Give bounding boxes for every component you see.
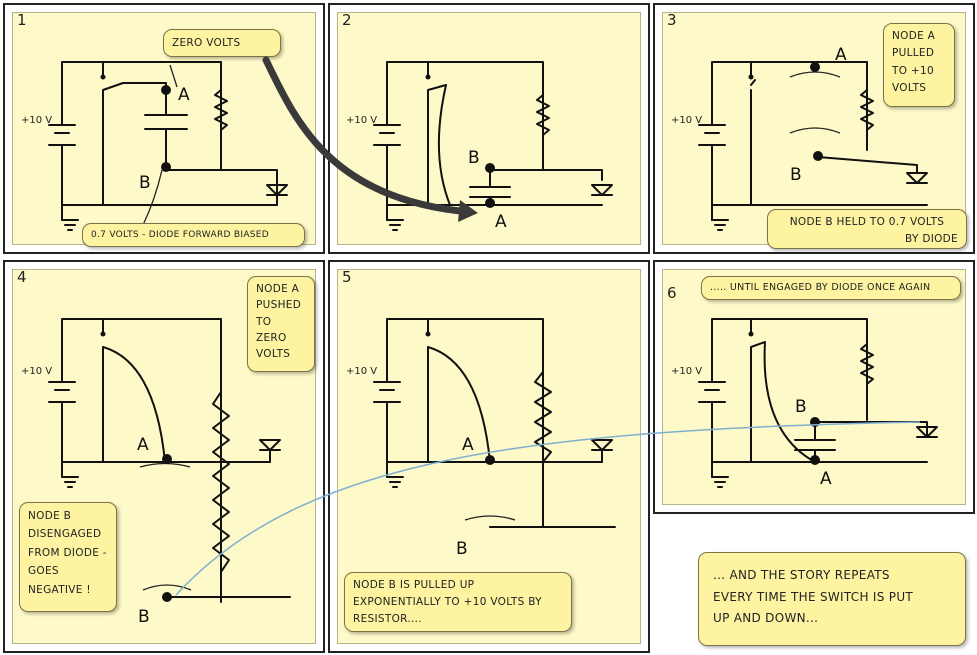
panel-3: 3 A B +10 V NODE A PULLED TO +10 VOLTS N… (653, 3, 975, 254)
node-a-label: A (178, 85, 190, 105)
supply-label: +10 V (671, 115, 702, 126)
panel-1: 1 A B +10 V ZERO VOLTS 0.7 VOLTS - DIODE… (3, 3, 325, 254)
supply-label: +10 V (346, 366, 377, 377)
node-b-label: B (139, 173, 151, 193)
node-a-dot (485, 198, 495, 208)
panel-2: 2 B A +10 V (328, 3, 650, 254)
circuit-diagram: A B +10 V (671, 45, 928, 231)
node-a-dot (810, 62, 820, 72)
node-b-dot (485, 163, 495, 173)
node-b-dot (810, 417, 820, 427)
node-a-label: A (835, 45, 847, 65)
node-b-label: B (138, 607, 150, 627)
node-b-disengaged-callout: NODE B DISENGAGED FROM DIODE - GOES NEGA… (19, 502, 117, 612)
node-a-label: A (462, 435, 474, 455)
node-a-dot (485, 455, 495, 465)
panel-number: 2 (342, 11, 352, 29)
story-repeats-callout: ... AND THE STORY REPEATS EVERY TIME THE… (698, 552, 966, 646)
node-a-dot (162, 454, 172, 464)
supply-label: +10 V (346, 115, 377, 126)
supply-label: +10 V (671, 366, 702, 377)
node-b-label: B (795, 397, 807, 417)
panel-number: 1 (17, 11, 27, 29)
node-a-dot (161, 85, 171, 95)
node-a-label: A (495, 212, 507, 232)
node-a-label: A (820, 469, 832, 489)
zero-volts-callout: ZERO VOLTS (163, 29, 281, 57)
diode-forward-callout: 0.7 VOLTS - DIODE FORWARD BIASED (82, 223, 305, 247)
node-b-label: B (790, 165, 802, 185)
supply-label: +10 V (21, 115, 52, 126)
panel-5: 5 A B +10 V NODE B IS PULLED UP EXPONENT… (328, 260, 650, 653)
panel-number: 4 (17, 268, 27, 286)
supply-label: +10 V (21, 366, 52, 377)
until-engaged-callout: ..... UNTIL ENGAGED BY DIODE ONCE AGAIN (701, 276, 961, 300)
panel-number: 5 (342, 268, 352, 286)
node-b-dot (162, 592, 172, 602)
panel-6: 6 B A +10 V ..... UNTIL ENGAGED BY DIODE… (653, 260, 975, 514)
node-a-pulled-callout: NODE A PULLED TO +10 VOLTS (883, 23, 955, 107)
node-b-held-callout: NODE B HELD TO 0.7 VOLTS BY DIODE (767, 209, 967, 249)
node-a-dot (810, 455, 820, 465)
panel-number: 6 (667, 284, 677, 302)
panel-number: 3 (667, 11, 677, 29)
panel-4: 4 A B +10 V NODE A PUSHED TO ZERO VOLTS … (3, 260, 325, 653)
node-b-label: B (468, 148, 480, 168)
node-b-dot (813, 151, 823, 161)
circuit-diagram: A B +10 V (21, 61, 288, 231)
node-a-label: A (137, 435, 149, 455)
node-b-label: B (456, 539, 468, 559)
node-b-dot (161, 162, 171, 172)
circuit-diagram: B A +10 V (671, 318, 938, 489)
node-b-pulled-up-callout: NODE B IS PULLED UP EXPONENTIALLY TO +10… (344, 572, 572, 632)
node-a-pushed-callout: NODE A PUSHED TO ZERO VOLTS (247, 276, 315, 372)
circuit-diagram: B A +10 V (346, 61, 613, 232)
